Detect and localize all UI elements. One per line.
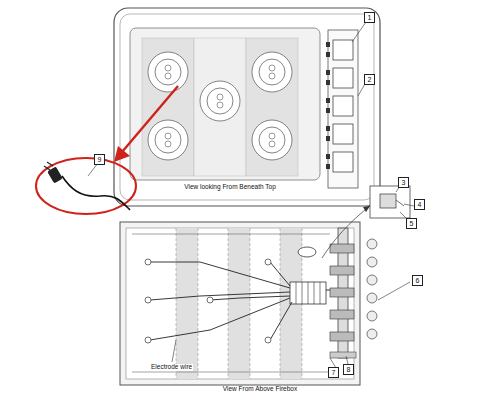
part-label: Electrode wire bbox=[150, 364, 193, 371]
callout-number: 8 bbox=[343, 364, 354, 375]
view-caption: View looking From Beneath Top bbox=[183, 184, 277, 191]
callout-number: 6 bbox=[412, 275, 423, 286]
callout-number: 3 bbox=[398, 177, 409, 188]
callout-number: 2 bbox=[364, 74, 375, 85]
callout-number: 4 bbox=[414, 199, 425, 210]
callout-number: 5 bbox=[406, 218, 417, 229]
callout-number: 9 bbox=[94, 154, 105, 165]
callout-number: 7 bbox=[328, 367, 339, 378]
view-caption: View From Above Firebox bbox=[222, 386, 298, 393]
callout-number: 1 bbox=[364, 12, 375, 23]
